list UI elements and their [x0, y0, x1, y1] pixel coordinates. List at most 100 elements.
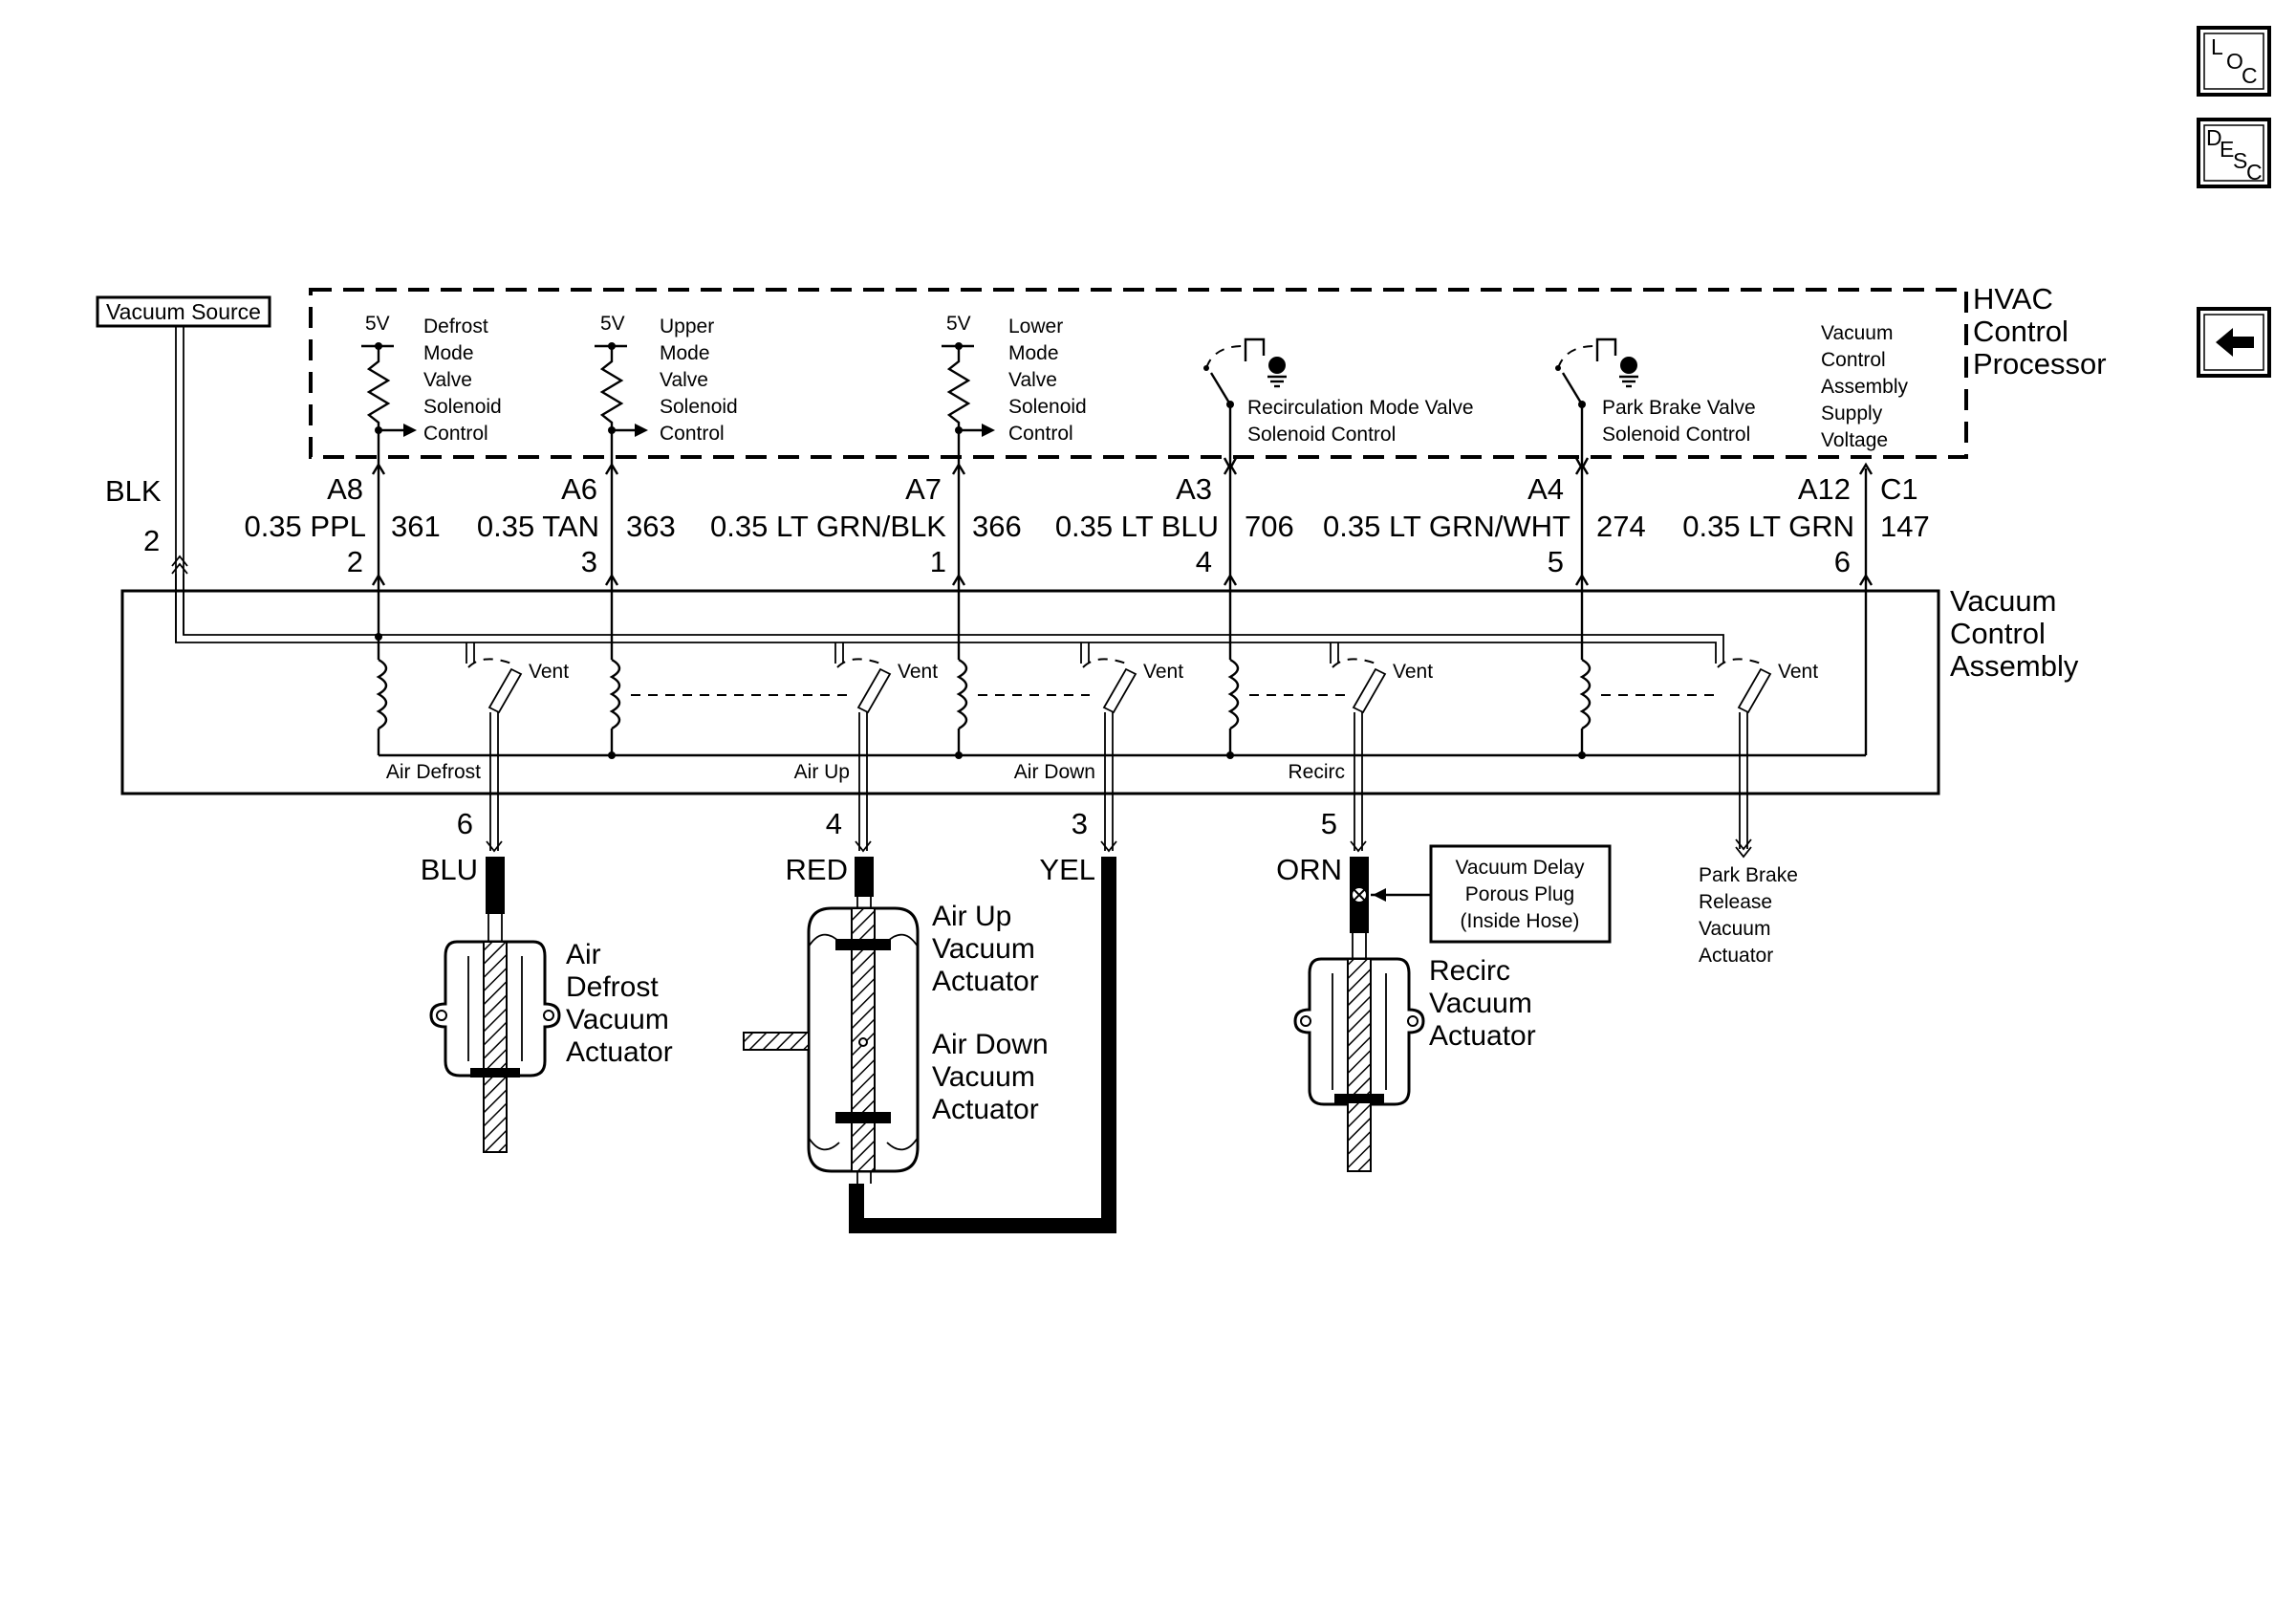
supply-voltage-line: Voltage: [1821, 429, 1888, 451]
park-brake-actuator-line: Actuator: [1699, 945, 1773, 967]
air-up-label-line: Actuator: [932, 966, 1039, 997]
defrost-solenoid-circuit: 5V Defrost Mode Valve Solenoid Control: [361, 313, 502, 468]
circuit-366: 366: [972, 510, 1022, 543]
assembly-title-line: Control: [1950, 617, 2046, 650]
terminal-a6: A6: [561, 472, 597, 506]
air-up-down-actuator: Air Up Vacuum Actuator Air Down Vacuum A…: [743, 897, 1049, 1184]
recirc-label-line: Vacuum: [1429, 988, 1532, 1019]
port-pin-3: 3: [1072, 807, 1088, 840]
processor-title-line: Processor: [1973, 347, 2107, 381]
hose-color-yel: YEL: [1039, 853, 1095, 886]
supply-voltage-line: Assembly: [1821, 376, 1909, 398]
desc-button[interactable]: D E S C: [2197, 118, 2271, 188]
left-arrow-icon: [2216, 328, 2254, 357]
park-brake-label-line: Solenoid Control: [1602, 424, 1750, 446]
upper-label-line: Mode: [660, 342, 710, 364]
air-down-label-line: Actuator: [932, 1094, 1039, 1125]
circuit-147: 147: [1880, 510, 1930, 543]
loc-button[interactable]: L O C: [2197, 26, 2271, 97]
wire-lt-blu: 0.35 LT BLU: [1055, 510, 1219, 543]
wire-ppl: 0.35 PPL: [244, 510, 366, 543]
desc-letter-d: D: [2206, 125, 2222, 150]
park-brake-actuator-line: Park Brake: [1699, 864, 1798, 886]
wire-labels: A8 0.35 PPL 361 2 A6 0.35 TAN 363 3 A7 0…: [244, 472, 1929, 578]
circuit-706: 706: [1245, 510, 1294, 543]
lower-voltage: 5V: [946, 313, 971, 335]
vent-label: Vent: [1143, 661, 1183, 683]
terminal-a7: A7: [905, 472, 942, 506]
recirc-label-line: Actuator: [1429, 1020, 1536, 1052]
pin-1: 1: [930, 545, 946, 578]
vacuum-delay-plug: Vacuum Delay Porous Plug (Inside Hose): [1351, 844, 1612, 944]
coil-recirc: [1226, 585, 1240, 759]
desc-letter-c: C: [2246, 160, 2263, 185]
wire-lt-grn: 0.35 LT GRN: [1682, 510, 1854, 543]
upper-voltage: 5V: [600, 313, 625, 335]
recirc-label-line: Recirc: [1429, 955, 1510, 987]
vent-label: Vent: [1393, 661, 1433, 683]
back-button[interactable]: [2197, 307, 2271, 378]
circuit-274: 274: [1596, 510, 1646, 543]
air-defrost-label-line: Actuator: [566, 1036, 673, 1068]
delay-plug-line: Porous Plug: [1465, 883, 1574, 905]
port-pin-5: 5: [1321, 807, 1337, 840]
harness-wires: [371, 462, 1874, 586]
valve-air-up: Vent Air Up: [794, 658, 938, 851]
pin-3: 3: [581, 545, 597, 578]
port-label-air-up: Air Up: [794, 761, 850, 783]
recirc-label-line: Recirculation Mode Valve: [1247, 397, 1474, 419]
port-label-air-down: Air Down: [1014, 761, 1095, 783]
lower-solenoid-circuit: 5V Lower Mode Valve Solenoid Control: [942, 313, 1087, 468]
park-brake-actuator-line: Release: [1699, 891, 1772, 913]
pin-6: 6: [1834, 545, 1851, 578]
vacuum-source-label: Vacuum Source: [106, 299, 261, 324]
vent-label: Vent: [529, 661, 569, 683]
upper-label-line: Control: [660, 423, 725, 445]
terminal-a3: A3: [1176, 472, 1212, 506]
coil-park-brake: [1578, 585, 1592, 759]
lower-label-line: Solenoid: [1008, 396, 1087, 418]
pin-4: 4: [1196, 545, 1212, 578]
lower-label-line: Mode: [1008, 342, 1059, 364]
delay-plug-line: (Inside Hose): [1461, 910, 1580, 932]
lower-label-line: Valve: [1008, 369, 1057, 391]
port-label-recirc: Recirc: [1288, 761, 1345, 783]
park-brake-label-line: Park Brake Valve: [1602, 397, 1756, 419]
terminal-a4: A4: [1527, 472, 1564, 506]
assembly-title-line: Assembly: [1950, 649, 2079, 683]
circuit-363: 363: [626, 510, 676, 543]
loc-letter-o: O: [2226, 49, 2243, 74]
delay-plug-line: Vacuum Delay: [1455, 857, 1585, 879]
assembly-title-line: Vacuum: [1950, 584, 2056, 618]
coil-upper: [608, 585, 621, 759]
vacuum-source-wire-color: BLK: [105, 474, 162, 508]
supply-voltage-line: Vacuum: [1821, 322, 1893, 344]
valve-park-brake: Vent: [1717, 658, 1818, 849]
hose-outputs: 6 4 3 5 BLU RED YEL ORN: [421, 807, 1752, 1233]
vacuum-control-assembly: Vacuum Control Assembly: [120, 574, 2079, 851]
processor-title-line: HVAC: [1973, 282, 2053, 316]
circuit-361: 361: [391, 510, 441, 543]
defrost-label-line: Defrost: [423, 316, 488, 337]
lower-label-line: Control: [1008, 423, 1073, 445]
coil-lower: [955, 585, 968, 759]
park-brake-actuator: Park Brake Release Vacuum Actuator: [1699, 864, 1798, 967]
pin-5: 5: [1548, 545, 1564, 578]
air-up-label-line: Vacuum: [932, 933, 1035, 965]
air-defrost-actuator: Air Defrost Vacuum Actuator: [429, 914, 673, 1153]
processor-title-line: Control: [1973, 315, 2069, 348]
upper-solenoid-circuit: 5V Upper Mode Valve Solenoid Control: [595, 313, 738, 468]
upper-label-line: Valve: [660, 369, 708, 391]
air-defrost-label-line: Vacuum: [566, 1004, 669, 1035]
park-brake-solenoid-circuit: Park Brake Valve Solenoid Control: [1555, 337, 1756, 471]
defrost-label-line: Control: [423, 423, 488, 445]
supply-voltage-line: Supply: [1821, 403, 1883, 425]
hose-color-orn: ORN: [1276, 853, 1342, 886]
terminal-a8: A8: [327, 472, 363, 506]
pin-2: 2: [347, 545, 363, 578]
desc-letter-e: E: [2220, 137, 2234, 162]
hvac-control-processor: HVAC Control Processor: [309, 282, 2107, 459]
defrost-label-line: Solenoid: [423, 396, 502, 418]
hose-color-blu: BLU: [421, 853, 478, 886]
